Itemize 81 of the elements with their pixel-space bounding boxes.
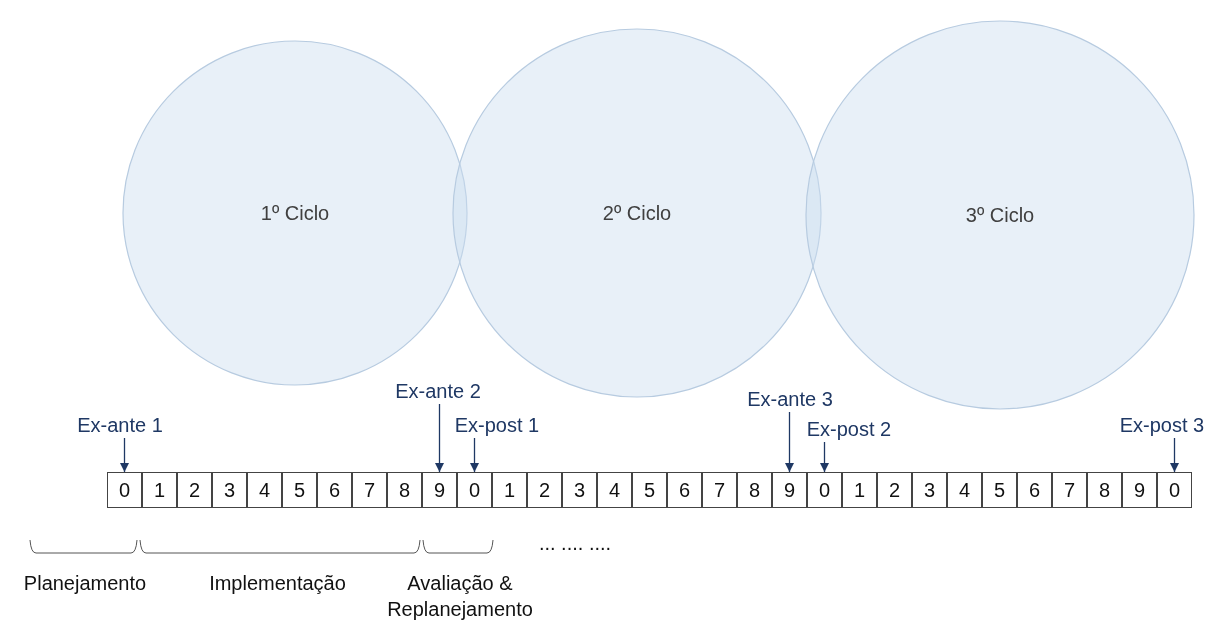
- number-cell: [492, 472, 527, 508]
- number-cell: [107, 472, 142, 508]
- phase-label: Planejamento: [22, 571, 148, 596]
- number-cell: [597, 472, 632, 508]
- cell-number: 6: [678, 478, 691, 502]
- cycle-label: 3º Ciclo: [965, 203, 1035, 227]
- cell-number: 1: [153, 478, 166, 502]
- cell-number: 3: [223, 478, 236, 502]
- arrow: [470, 437, 479, 473]
- number-cell: [772, 472, 807, 508]
- cell-number: 0: [468, 478, 481, 502]
- cell-number: 1: [503, 478, 516, 502]
- number-cell: [387, 472, 422, 508]
- number-cell: [702, 472, 737, 508]
- number-cell: [1087, 472, 1122, 508]
- ellipsis-text: ... .... ....: [537, 531, 613, 556]
- number-cell: [1052, 472, 1087, 508]
- number-cell: [142, 472, 177, 508]
- cell-number: 5: [293, 478, 306, 502]
- cell-number: 0: [1168, 478, 1181, 502]
- cell-number: 6: [328, 478, 341, 502]
- number-cell: [807, 472, 842, 508]
- cell-number: 3: [573, 478, 586, 502]
- cell-number: 7: [713, 478, 726, 502]
- evaluation-label: Ex-post 1: [454, 413, 540, 437]
- arrow: [435, 403, 444, 473]
- number-cell: [282, 472, 317, 508]
- number-cell: [422, 472, 457, 508]
- number-cell: [247, 472, 282, 508]
- number-cell: [457, 472, 492, 508]
- number-cell: [1157, 472, 1192, 508]
- cell-number: 8: [748, 478, 761, 502]
- number-cell: [352, 472, 387, 508]
- cell-number: 4: [258, 478, 271, 502]
- cell-number: 6: [1028, 478, 1041, 502]
- number-cell: [947, 472, 982, 508]
- number-cell: [1017, 472, 1052, 508]
- number-cell: [842, 472, 877, 508]
- number-cell: [1122, 472, 1157, 508]
- cell-number: 8: [1098, 478, 1111, 502]
- cycle-label: 2º Ciclo: [602, 201, 672, 225]
- arrow: [820, 441, 829, 473]
- cell-number: 9: [783, 478, 796, 502]
- cell-number: 9: [1133, 478, 1146, 502]
- cell-number: 3: [923, 478, 936, 502]
- number-cell: [562, 472, 597, 508]
- cell-number: 0: [118, 478, 131, 502]
- number-cell: [212, 472, 247, 508]
- evaluation-label: Ex-ante 1: [77, 413, 163, 437]
- arrow: [120, 437, 129, 473]
- number-cell: [737, 472, 772, 508]
- number-cell: [667, 472, 702, 508]
- cycle-label: 1º Ciclo: [260, 201, 330, 225]
- number-cell: [912, 472, 947, 508]
- number-cell: [177, 472, 212, 508]
- number-cell: [982, 472, 1017, 508]
- phase-label: Avaliação & Replanejamento: [386, 571, 534, 622]
- cell-number: 1: [853, 478, 866, 502]
- arrow: [785, 411, 794, 473]
- cell-number: 7: [363, 478, 376, 502]
- cell-number: 2: [888, 478, 901, 502]
- cell-number: 5: [993, 478, 1006, 502]
- number-cell: [317, 472, 352, 508]
- cell-number: 9: [433, 478, 446, 502]
- cell-number: 4: [608, 478, 621, 502]
- evaluation-label: Ex-ante 3: [747, 387, 833, 411]
- number-cell: [632, 472, 667, 508]
- cell-number: 4: [958, 478, 971, 502]
- cell-number: 2: [538, 478, 551, 502]
- cell-number: 2: [188, 478, 201, 502]
- cell-number: 8: [398, 478, 411, 502]
- evaluation-label: Ex-post 2: [806, 417, 892, 441]
- number-cell: [877, 472, 912, 508]
- cell-number: 0: [818, 478, 831, 502]
- phase-label: Implementação: [208, 571, 347, 596]
- arrow: [1170, 437, 1179, 473]
- evaluation-label: Ex-post 3: [1119, 413, 1205, 437]
- cell-number: 5: [643, 478, 656, 502]
- cell-number: 7: [1063, 478, 1076, 502]
- number-cell: [527, 472, 562, 508]
- evaluation-label: Ex-ante 2: [395, 379, 481, 403]
